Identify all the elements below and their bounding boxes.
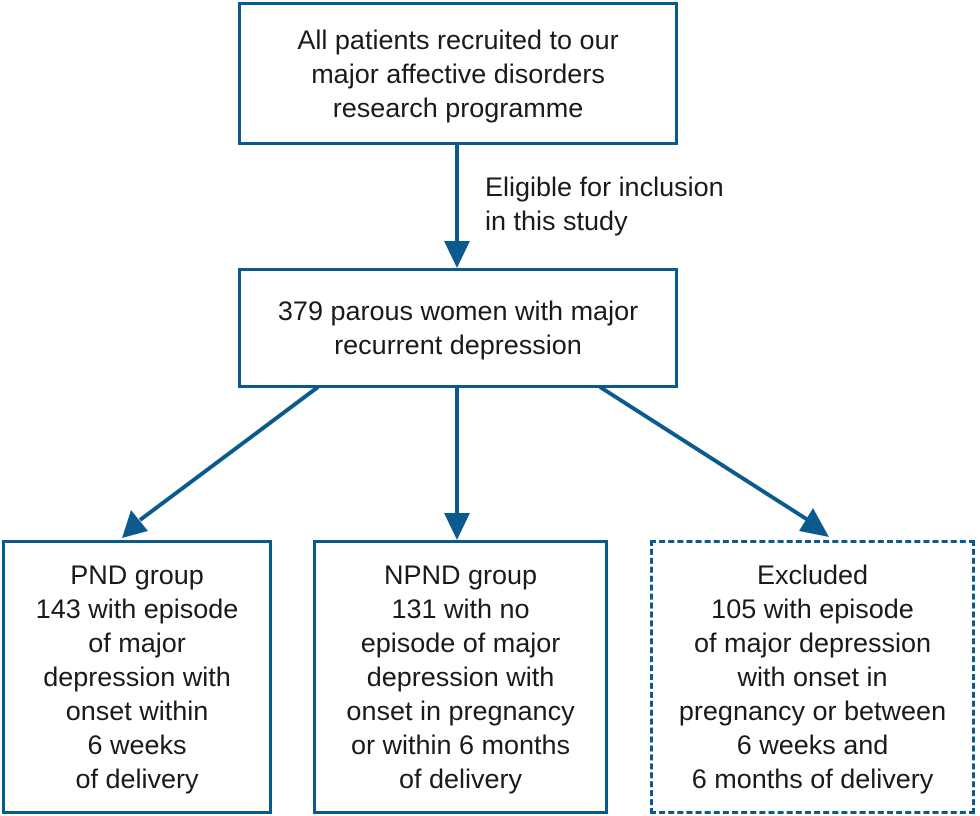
node-text-line: 143 with episode (35, 594, 239, 624)
node-text-line: 6 months of delivery (691, 764, 934, 794)
node-text-line: onset in pregnancy (346, 696, 575, 726)
node-text-line: All patients recruited to our (297, 24, 619, 55)
node-text-line: of major (88, 628, 186, 658)
arrow-middle-to-pnd (138, 385, 320, 522)
node-text-line: recurrent depression (334, 330, 582, 360)
node-text-line: onset within (65, 696, 209, 726)
node-text-line: 379 parous women with major (277, 296, 639, 326)
node-text-line: major affective disorders (311, 58, 605, 89)
node-parous-women: 379 parous women with major recurrent de… (238, 268, 678, 388)
node-text-line: pregnancy or between (678, 696, 947, 726)
node-text-line: 105 with episode (711, 594, 914, 624)
node-text-line: Excluded (756, 560, 869, 590)
node-text-line: PND group (70, 560, 204, 590)
arrowhead-middle-to-excluded (799, 508, 829, 537)
node-excluded: Excluded 105 with episode of major depre… (650, 540, 975, 814)
edge-label-line: in this study (485, 206, 628, 236)
node-all-patients: All patients recruited to our major affe… (238, 2, 678, 145)
node-text-line: episode of major (360, 628, 561, 658)
arrowhead-middle-to-pnd (122, 510, 148, 538)
node-text-line: 6 weeks (87, 730, 187, 760)
node-text-line: of delivery (75, 764, 199, 794)
arrowhead-top-to-middle (444, 241, 470, 268)
node-text-line: of major depression (693, 628, 932, 658)
node-text-line: 131 with no (391, 594, 530, 624)
node-text-line: NPND group (383, 560, 538, 590)
node-text-line: 6 weeks and (736, 730, 889, 760)
node-npnd-group: NPND group 131 with no episode of major … (313, 540, 608, 814)
node-text-line: or within 6 months (350, 730, 571, 760)
edge-label-eligible: Eligible for inclusion in this study (485, 170, 724, 238)
arrow-middle-to-excluded (598, 385, 810, 522)
node-text-line: research programme (332, 92, 584, 123)
edge-label-line: Eligible for inclusion (485, 172, 724, 202)
node-text-line: of delivery (398, 764, 523, 794)
node-pnd-group: PND group 143 with episode of major depr… (2, 540, 272, 814)
arrowhead-middle-to-npnd (444, 513, 470, 540)
node-text-line: with onset in (737, 662, 888, 692)
node-text-line: depression with (366, 662, 555, 692)
node-text-line: depression with (43, 662, 231, 692)
